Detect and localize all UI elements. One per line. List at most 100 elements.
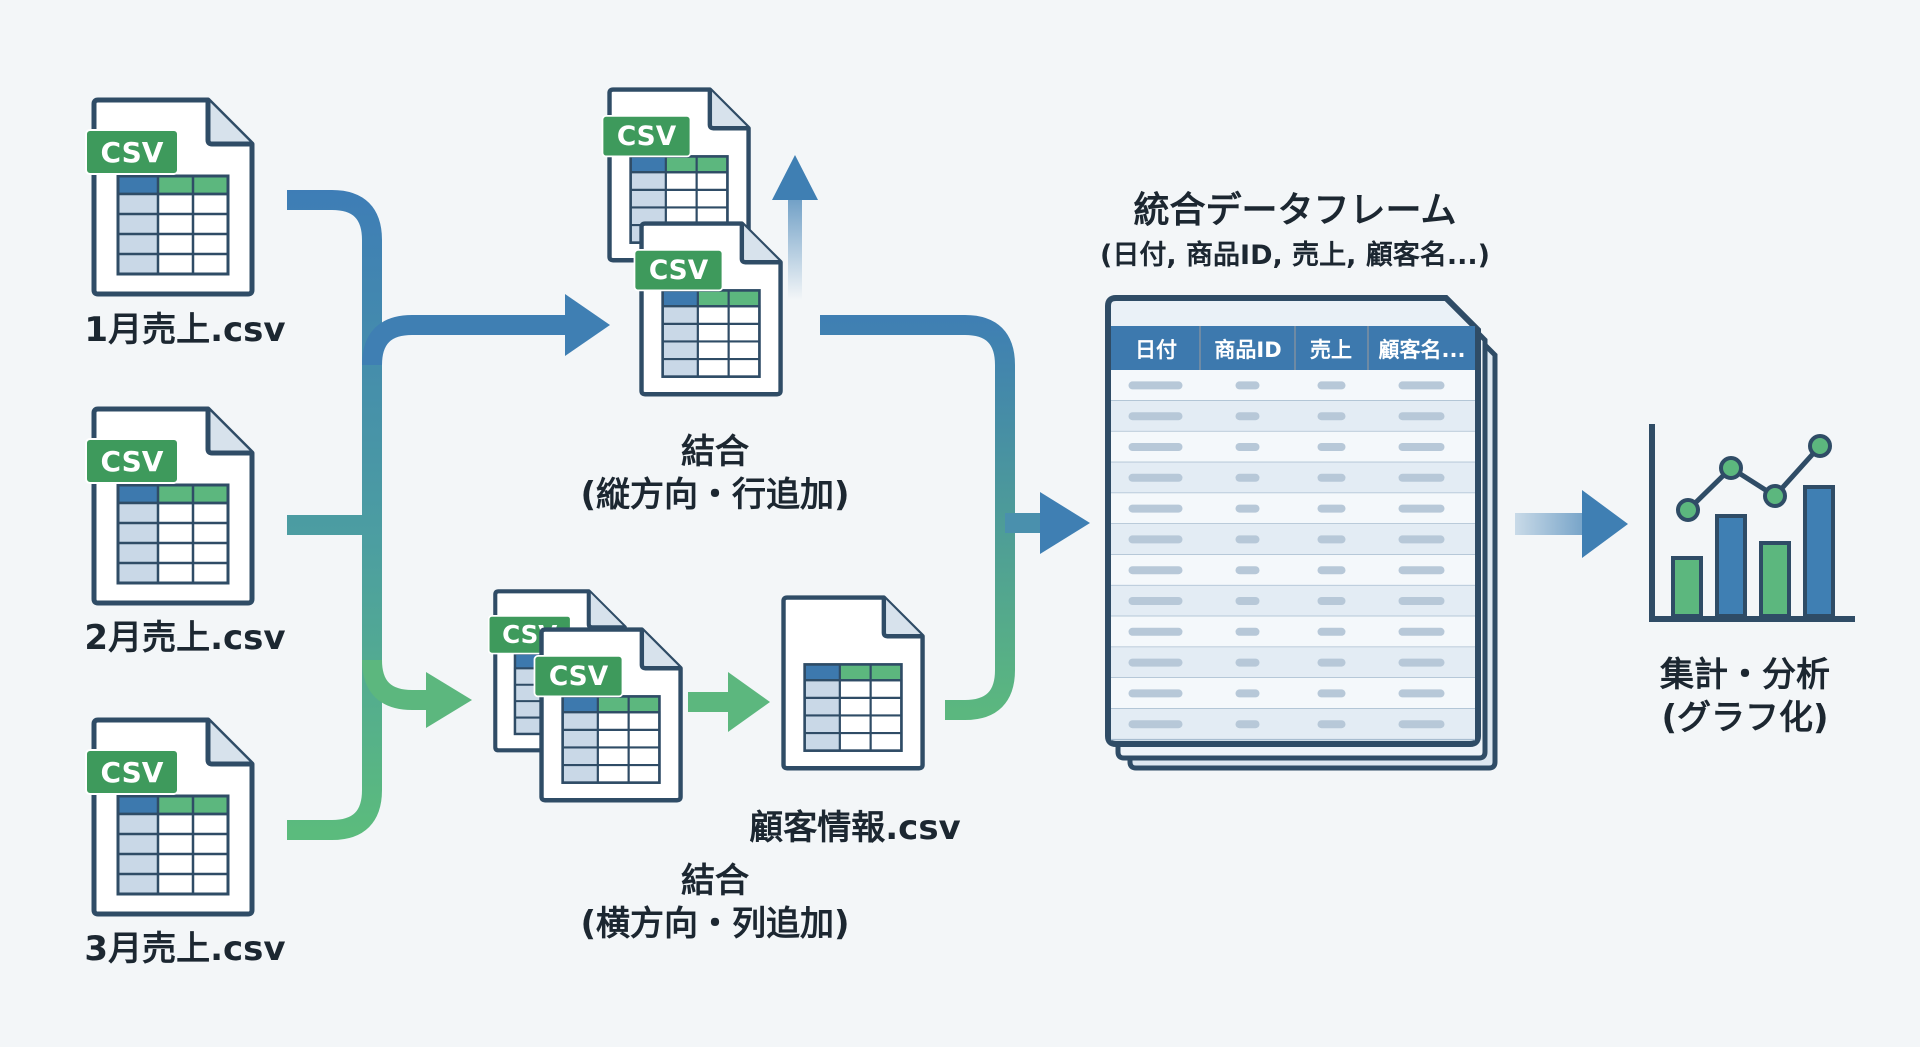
dataframe-row	[1111, 616, 1475, 648]
cell-placeholder	[1128, 443, 1183, 451]
cell-placeholder	[1317, 381, 1346, 390]
dataframe-row	[1111, 370, 1475, 402]
cell-placeholder	[1398, 535, 1445, 544]
input-file-2-label: 2月売上.csv	[84, 618, 286, 658]
cell-placeholder	[1398, 566, 1445, 575]
cell-placeholder	[1317, 597, 1346, 605]
cell-placeholder	[1235, 535, 1260, 544]
vertical-merge-label: 結合 (縦方向・行追加)	[555, 431, 875, 516]
cell-placeholder	[1235, 412, 1260, 421]
vertical-merge-back-file: CSV	[601, 90, 748, 261]
dataframe-row	[1111, 554, 1475, 587]
arrowhead-to-horizontal-merge	[426, 672, 472, 728]
csv-badge-text: CSV	[549, 661, 609, 692]
cell-placeholder	[1317, 566, 1346, 575]
dataframe-row	[1111, 708, 1475, 741]
dataframe-header	[1111, 326, 1475, 370]
horizontal-merge-front-file: CSV	[533, 630, 680, 801]
arrowhead-into-dataframe	[1040, 492, 1090, 554]
cell-placeholder	[1317, 443, 1346, 451]
cell-placeholder	[1398, 689, 1445, 698]
csv-badge-text: CSV	[101, 136, 164, 169]
cell-placeholder	[1128, 535, 1183, 544]
chart-bar-3	[1759, 541, 1791, 618]
dataframe-title: 統合データフレーム	[1133, 190, 1457, 231]
csv-badge-text: CSV	[101, 445, 164, 478]
customer-file	[784, 598, 923, 769]
chart-bar-2	[1715, 514, 1747, 618]
cell-placeholder	[1398, 473, 1445, 482]
csv-badge	[85, 129, 179, 175]
cell-placeholder	[1317, 720, 1346, 729]
cell-placeholder	[1128, 504, 1183, 513]
cell-placeholder	[1235, 597, 1260, 605]
cell-placeholder	[1317, 658, 1346, 667]
cell-placeholder	[1128, 381, 1183, 390]
column-header-1: 日付	[1135, 338, 1177, 362]
arrowhead-to-customer-file	[728, 672, 770, 732]
dataframe-rows	[1111, 370, 1475, 741]
vertical-merge-front-file: CSV	[633, 224, 780, 395]
cell-placeholder	[1317, 689, 1346, 698]
column-header-2: 商品ID	[1214, 338, 1281, 362]
cell-placeholder	[1128, 597, 1183, 605]
cell-placeholder	[1235, 689, 1260, 698]
integrated-dataframe: 日付 商品ID 売上 顧客名...	[1105, 295, 1498, 771]
input-file-3: CSV	[85, 720, 252, 914]
column-header-3: 売上	[1310, 338, 1352, 362]
cell-placeholder	[1128, 689, 1183, 698]
input-connectors	[287, 190, 575, 840]
analysis-subtitle: (グラフ化)	[1661, 697, 1829, 738]
cell-placeholder	[1317, 627, 1346, 636]
cell-placeholder	[1235, 381, 1260, 390]
analysis-arrow-shaft	[1515, 513, 1590, 535]
analysis-title: 集計・分析	[1660, 655, 1830, 695]
cell-placeholder	[1398, 720, 1445, 729]
cell-placeholder	[1235, 566, 1260, 575]
input-file-1-label: 1月売上.csv	[84, 310, 286, 350]
cell-placeholder	[1398, 597, 1445, 605]
dataframe-row	[1111, 431, 1475, 464]
vertical-merge-subtitle: (縦方向・行追加)	[580, 474, 850, 515]
csv-badge	[85, 438, 179, 484]
dataframe-subtitle: (日付, 商品ID, 売上, 顧客名...)	[1100, 240, 1490, 271]
dataframe-row	[1111, 462, 1475, 494]
cell-placeholder	[1398, 627, 1445, 636]
chart-bar-1	[1671, 556, 1703, 618]
cell-placeholder	[1317, 535, 1346, 544]
vertical-merge-title: 結合	[681, 432, 749, 472]
cell-placeholder	[1317, 473, 1346, 482]
dataframe-row	[1111, 493, 1475, 525]
cell-placeholder	[1317, 504, 1346, 513]
arrowhead-to-vertical-merge	[565, 294, 610, 356]
customer-file-label: 顧客情報.csv	[749, 808, 961, 848]
cell-placeholder	[1235, 504, 1260, 513]
cell-placeholder	[1128, 627, 1183, 636]
csv-badge-text: CSV	[649, 255, 709, 286]
input-file-2: CSV	[85, 409, 252, 603]
input-file-1: CSV	[85, 100, 252, 294]
up-arrow-shaft	[788, 190, 802, 300]
cell-placeholder	[1128, 412, 1183, 421]
cell-placeholder	[1235, 473, 1260, 482]
cell-placeholder	[1128, 720, 1183, 729]
analysis-label: 集計・分析 (グラフ化)	[1620, 654, 1870, 739]
horizontal-merge-title: 結合	[681, 861, 749, 901]
cell-placeholder	[1398, 443, 1445, 451]
cell-placeholder	[1398, 504, 1445, 513]
cell-placeholder	[1128, 658, 1183, 667]
dataframe-label: 統合データフレーム (日付, 商品ID, 売上, 顧客名...)	[1060, 188, 1530, 273]
analysis-arrow-head	[1582, 490, 1628, 558]
horizontal-merge-label: 結合 (横方向・列追加)	[555, 860, 875, 945]
dataframe-row	[1111, 585, 1475, 618]
cell-placeholder	[1235, 443, 1260, 451]
horizontal-merge-subtitle: (横方向・列追加)	[580, 903, 850, 944]
csv-badge	[85, 749, 179, 795]
analysis-chart-icon	[1649, 424, 1855, 622]
cell-placeholder	[1128, 566, 1183, 575]
cell-placeholder	[1398, 658, 1445, 667]
cell-placeholder	[1235, 658, 1260, 667]
cell-placeholder	[1235, 720, 1260, 729]
branch-to-vertical-merge	[362, 315, 575, 366]
